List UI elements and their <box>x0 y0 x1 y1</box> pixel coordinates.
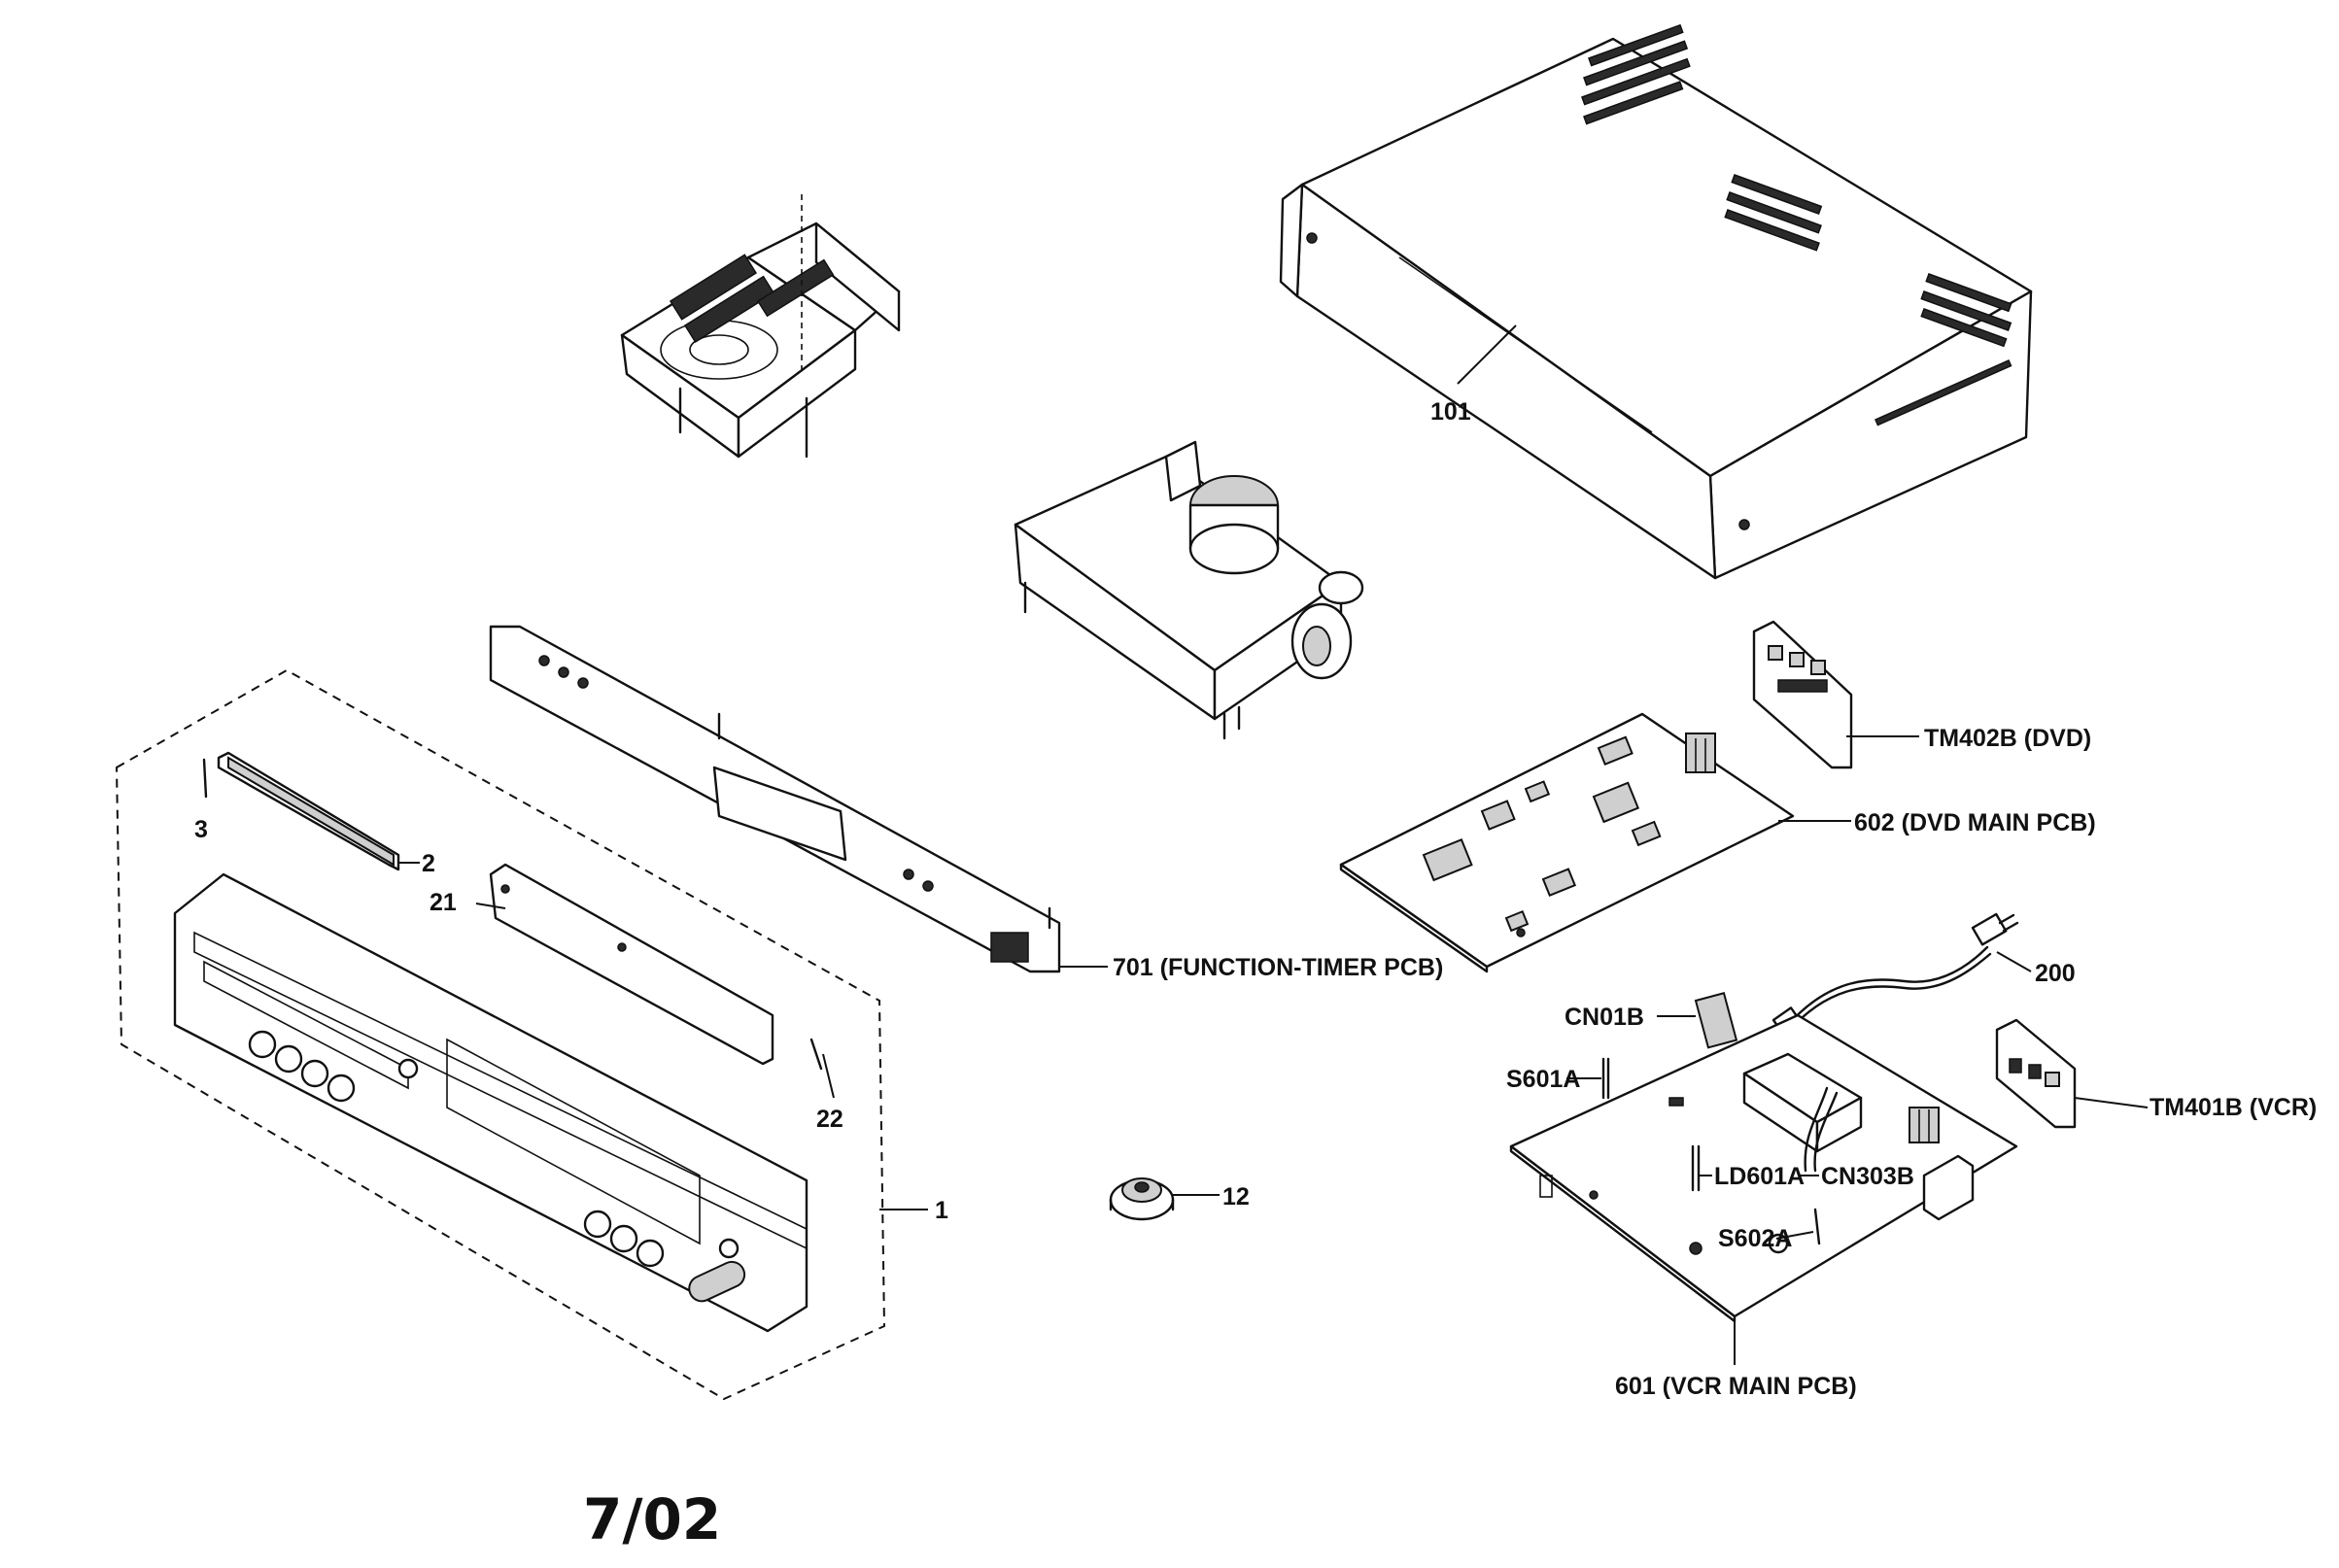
label-tm401b: TM401B (VCR) <box>2150 1094 2317 1121</box>
label-22: 22 <box>816 1106 843 1133</box>
power-cord-200 <box>1771 912 2019 1035</box>
leader-200 <box>1996 951 2032 972</box>
tm402b-board <box>1752 620 1853 769</box>
pulley-12 <box>1109 1177 1175 1221</box>
label-2: 2 <box>422 850 435 877</box>
display-board-21 <box>489 863 774 1066</box>
leader-s602a <box>1775 1231 1814 1240</box>
front-panel-1 <box>173 872 808 1333</box>
leader-21 <box>475 903 506 909</box>
label-1: 1 <box>935 1197 948 1224</box>
label-s602a: S602A <box>1718 1225 1792 1252</box>
label-701: 701 (FUNCTION-TIMER PCB) <box>1113 954 1443 981</box>
leader-101 <box>1457 324 1517 385</box>
top-cover-101 <box>1279 23 2033 580</box>
label-ld601a: LD601A <box>1714 1163 1805 1190</box>
label-101: 101 <box>1430 398 1471 426</box>
part-22 <box>809 1038 823 1071</box>
vcr-deck-mechanism <box>1014 440 1364 740</box>
label-601: 601 (VCR MAIN PCB) <box>1615 1373 1857 1400</box>
label-21: 21 <box>430 889 457 916</box>
vcr-main-pcb-601 <box>1509 992 2018 1323</box>
date-code: 7/02 <box>583 1486 721 1552</box>
label-cn303b: CN303B <box>1821 1163 1914 1190</box>
label-3: 3 <box>194 816 208 843</box>
tm401b-board <box>1995 1018 2077 1129</box>
label-602: 602 (DVD MAIN PCB) <box>1854 809 2096 836</box>
dvd-main-pcb-602 <box>1339 712 1795 973</box>
part-3 <box>202 758 208 799</box>
label-tm402b: TM402B (DVD) <box>1924 725 2091 752</box>
label-cn01b: CN01B <box>1565 1004 1644 1031</box>
label-200: 200 <box>2035 960 2076 987</box>
front-panel-assembly-outline <box>115 668 886 1401</box>
function-timer-pcb-701 <box>489 625 1061 973</box>
dvd-loader-mechanism <box>620 194 901 459</box>
label-12: 12 <box>1222 1183 1250 1210</box>
leader-tm401b <box>2074 1097 2149 1108</box>
label-s601a: S601A <box>1506 1066 1580 1093</box>
